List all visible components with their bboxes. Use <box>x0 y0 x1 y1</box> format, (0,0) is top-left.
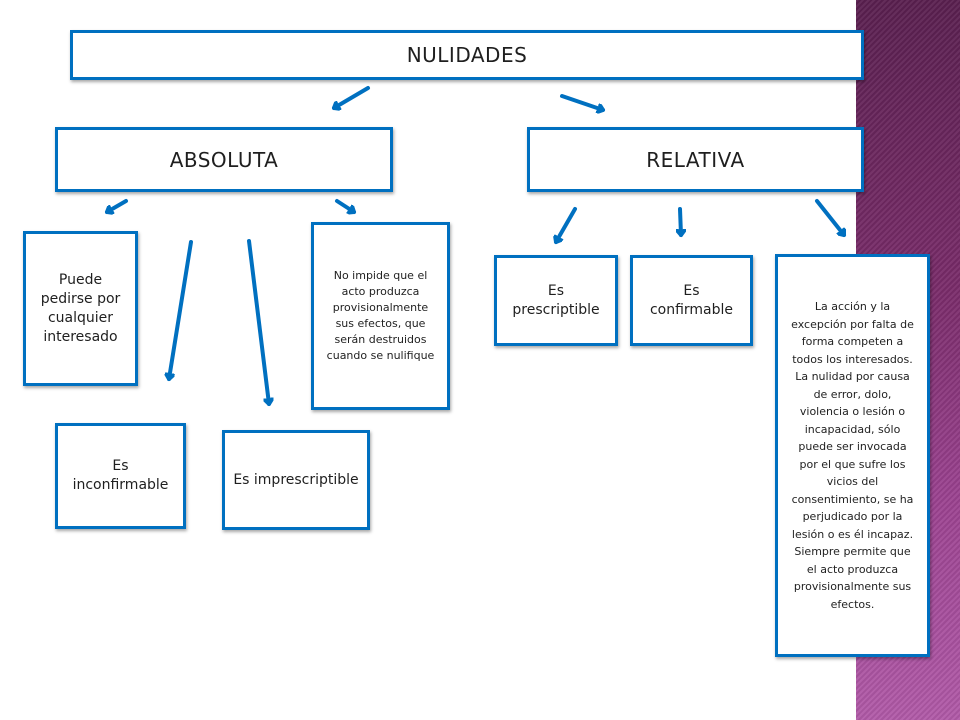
arrow-absoluta-to-no-impide <box>335 199 356 212</box>
node-prescriptible-label: Es prescriptible <box>512 282 600 318</box>
node-accion-excepcion: La acción y la excepción por falta de fo… <box>775 254 930 657</box>
node-inconfirmable-label: Es inconfirmable <box>72 458 169 493</box>
node-nulidades: NULIDADES <box>70 30 864 80</box>
node-prescriptible: Es prescriptible <box>494 255 618 346</box>
node-imprescriptible-label: Es imprescriptible <box>233 471 359 488</box>
arrow-absoluta-to-inconfirmable <box>169 240 193 381</box>
node-absoluta-label: ABSOLUTA <box>169 147 279 172</box>
node-relativa: RELATIVA <box>527 127 864 192</box>
node-absoluta: ABSOLUTA <box>55 127 393 192</box>
node-confirmable-label: Es confirmable <box>649 282 734 318</box>
node-nulidades-label: NULIDADES <box>406 43 528 67</box>
arrow-absoluta-to-imprescriptible <box>247 239 269 406</box>
node-inconfirmable: Es inconfirmable <box>55 423 186 529</box>
node-no-impide-label: No impide que el acto produzca provision… <box>326 269 435 362</box>
arrow-relativa-to-confirmable <box>680 207 681 237</box>
node-confirmable: Es confirmable <box>630 255 753 346</box>
arrow-root-to-relativa <box>560 94 605 110</box>
arrow-relativa-to-prescriptible <box>556 207 577 244</box>
arrow-absoluta-to-puede-pedirse <box>105 199 128 212</box>
node-accion-excepcion-label: La acción y la excepción por falta de fo… <box>791 300 914 611</box>
node-relativa-label: RELATIVA <box>646 147 745 172</box>
node-no-impide: No impide que el acto produzca provision… <box>311 222 450 410</box>
node-imprescriptible: Es imprescriptible <box>222 430 370 530</box>
node-puede-pedirse: Puede pedirse por cualquier interesado <box>23 231 138 386</box>
arrow-root-to-absoluta <box>332 86 370 108</box>
arrow-relativa-to-accion <box>815 199 844 237</box>
node-puede-pedirse-label: Puede pedirse por cualquier interesado <box>40 271 121 345</box>
